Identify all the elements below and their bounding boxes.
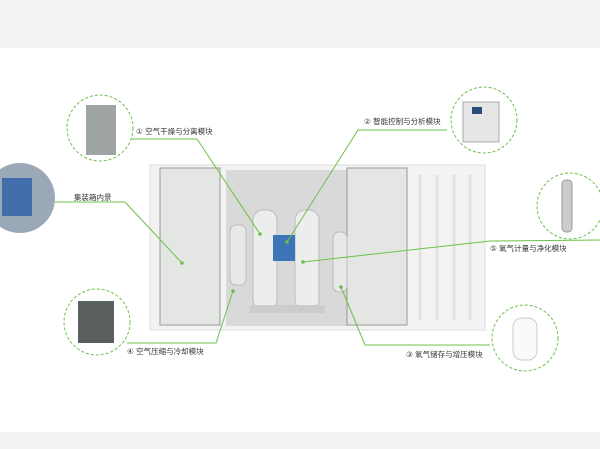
compressor-image [78,301,114,343]
container [149,164,486,331]
label-module2: ② 智能控制与分析模块 [364,117,441,126]
label-container-interior: 集装箱内景 [74,193,112,202]
left-door [159,167,221,326]
label-module4: ④ 空气压缩与冷却模块 [127,347,204,356]
label-module3: ③ 氧气储存与增压模块 [406,350,483,359]
right-door [346,167,408,326]
label-module1: ① 空气干燥与分离模块 [136,127,213,136]
control-panel [273,235,295,261]
filter-image [561,179,573,233]
dryer-image [86,105,116,155]
top-band [0,0,600,48]
tank-right [294,209,320,311]
bottom-band [0,432,600,449]
storage-tank-image [512,317,538,361]
label-module5: ⑤ 氧气计量与净化模块 [490,244,567,253]
